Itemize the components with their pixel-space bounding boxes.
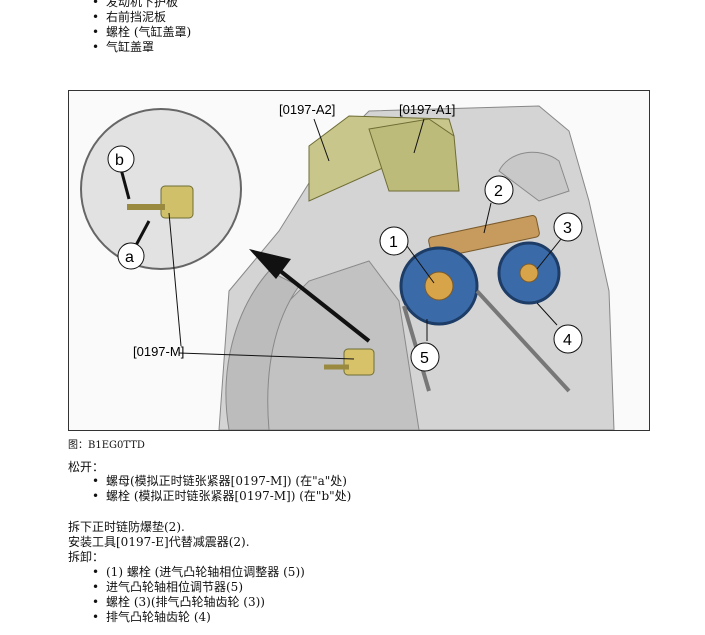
a1-leader bbox=[413, 118, 425, 154]
callout-a-circle bbox=[117, 242, 145, 270]
callout-3-leader bbox=[536, 238, 562, 270]
list-item: 螺栓 (气缸盖罩) bbox=[92, 25, 191, 40]
label-4: 4 bbox=[563, 332, 572, 349]
list-item: 气缸盖罩 bbox=[92, 40, 191, 55]
figure-caption: 图：B1EG0TTD bbox=[68, 440, 145, 451]
b-pointer bbox=[119, 168, 131, 200]
label-0197-a2: [0197-A2] bbox=[279, 102, 335, 117]
list-item: 螺栓 (模拟正时链张紧器[0197-M]) (在"b"处) bbox=[92, 489, 351, 504]
label-a: a bbox=[125, 249, 134, 266]
callout-b-circle bbox=[107, 145, 135, 173]
intake-pipe bbox=[225, 270, 300, 430]
callout-3-circle bbox=[553, 212, 583, 242]
callout-4-circle bbox=[553, 324, 583, 354]
direction-arrow-head bbox=[249, 249, 291, 279]
label-3: 3 bbox=[563, 220, 572, 237]
callout-2-circle bbox=[484, 175, 514, 205]
list-item: 排气凸轮轴齿轮 (4) bbox=[92, 610, 305, 625]
list-item: 螺母(模拟正时链张紧器[0197-M]) (在"a"处) bbox=[92, 474, 351, 489]
direction-arrow-shaft bbox=[272, 264, 371, 343]
list-item: 发动机下护板 bbox=[92, 0, 191, 10]
label-2: 2 bbox=[494, 183, 503, 200]
remove-list: (1) 螺栓 (进气凸轮轴相位调整器 (5)) 进气凸轮轴相位调节器(5) 螺栓… bbox=[92, 565, 305, 625]
list-item: (1) 螺栓 (进气凸轮轴相位调整器 (5)) bbox=[92, 565, 305, 580]
top-bullet-list: 发动机下护板 右前挡泥板 螺栓 (气缸盖罩) 气缸盖罩 bbox=[92, 0, 191, 55]
list-item: 螺栓 (3)(排气凸轮轴齿轮 (3)) bbox=[92, 595, 305, 610]
engine-figure: [0197-A2] [0197-A1] [0197-M] b a 1 2 3 4… bbox=[68, 90, 650, 431]
loosen-heading: 松开： bbox=[68, 460, 105, 474]
step-remove-gasket: 拆下正时链防爆垫(2). bbox=[68, 520, 185, 534]
tool-0197-a1 bbox=[368, 118, 460, 192]
list-item: 进气凸轮轴相位调节器(5) bbox=[92, 580, 305, 595]
a2-leader bbox=[313, 118, 330, 162]
detail-tensioner-body bbox=[160, 185, 194, 219]
remove-heading: 拆卸： bbox=[68, 550, 105, 564]
step-install-tool: 安装工具[0197-E]代替减震器(2). bbox=[68, 535, 250, 549]
callout-5-circle bbox=[410, 342, 440, 372]
m-leader bbox=[178, 352, 355, 360]
callout-1-leader bbox=[406, 245, 435, 284]
tool-0197-m bbox=[343, 348, 375, 376]
m-leader-zoom bbox=[168, 212, 182, 347]
engine-illustration: [0197-A2] [0197-A1] [0197-M] b a 1 2 3 4… bbox=[80, 102, 615, 430]
label-0197-a1: [0197-A1] bbox=[399, 102, 455, 117]
label-0197-m: [0197-M] bbox=[133, 344, 184, 359]
intake-phaser-bolt bbox=[424, 271, 454, 301]
callout-1-circle bbox=[379, 226, 409, 256]
list-item: 右前挡泥板 bbox=[92, 10, 191, 25]
loosen-list: 螺母(模拟正时链张紧器[0197-M]) (在"a"处) 螺栓 (模拟正时链张紧… bbox=[92, 474, 351, 504]
callout-2-leader bbox=[483, 202, 492, 234]
callout-4-leader bbox=[536, 302, 558, 326]
thermostat-housing bbox=[498, 151, 570, 202]
label-5: 5 bbox=[420, 350, 429, 367]
label-b: b bbox=[115, 152, 124, 169]
label-1: 1 bbox=[389, 234, 398, 251]
exhaust-cam-bolt bbox=[519, 263, 539, 283]
